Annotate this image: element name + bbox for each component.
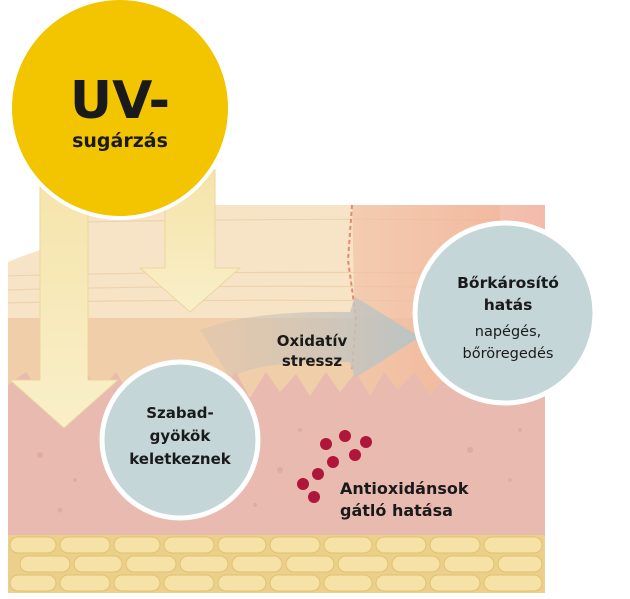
antioxidants-line2: gátló hatása	[340, 501, 453, 520]
damage-line4: bőröregedés	[463, 346, 554, 362]
dermis-texture	[37, 428, 522, 513]
uv-title: UV-	[70, 71, 170, 131]
oxidative-label-line1: Oxidatív	[277, 332, 348, 350]
uv-sun-disc	[8, 0, 232, 220]
skin-damage-bubble: Bőrkárosító hatás napégés, bőröregedés	[412, 220, 598, 406]
antioxidants-line1: Antioxidánsok	[340, 479, 469, 498]
free-radicals-line1: Szabad-	[146, 404, 213, 422]
uv-radiation-circle: UV- sugárzás	[8, 0, 232, 220]
fat-layer	[8, 535, 545, 593]
free-radicals-line2: gyökök	[150, 427, 212, 445]
free-radicals-bubble: Szabad- gyökök keletkeznek	[99, 359, 261, 521]
antioxidant-dots	[297, 430, 372, 503]
oxidative-label-line2: stressz	[282, 352, 343, 370]
free-radicals-line3: keletkeznek	[129, 450, 232, 468]
damage-line3: napégés,	[475, 324, 542, 340]
oxidative-stress-arrow	[200, 297, 420, 378]
uv-subtitle: sugárzás	[72, 130, 168, 152]
damage-line2: hatás	[484, 296, 533, 314]
damage-line1: Bőrkárosító	[457, 274, 559, 292]
